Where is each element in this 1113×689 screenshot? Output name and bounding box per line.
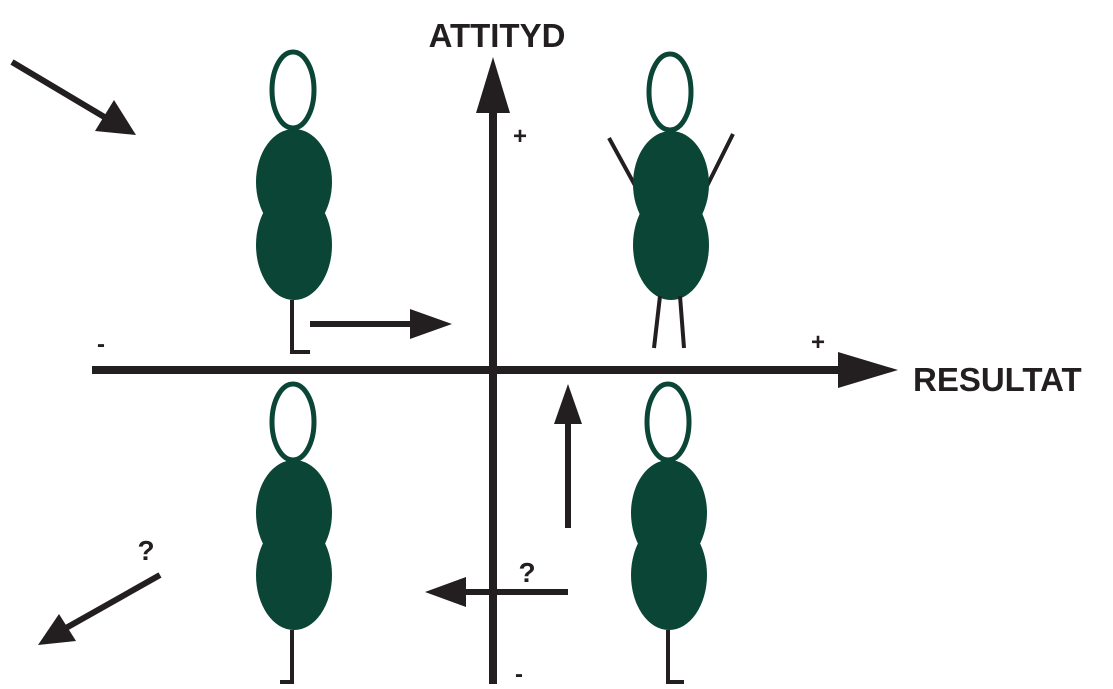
figure-bottom-right [631, 381, 707, 684]
x-axis-arrowhead [838, 352, 898, 388]
figure-top-left [256, 49, 332, 354]
arrow-lower-left-diagonal [38, 572, 162, 645]
figure-leg [666, 630, 684, 684]
figure-top-right [607, 51, 735, 349]
y-axis-title: ATTITYD [429, 17, 566, 54]
x-axis-title: RESULTAT [913, 361, 1082, 398]
figure-head [646, 51, 694, 133]
arrow-top-left-right [310, 309, 452, 339]
figure-torso-lower [256, 520, 332, 630]
figure-torso-lower [631, 520, 707, 630]
y-minus-sign: - [515, 661, 523, 684]
figure-torso-lower [633, 190, 709, 300]
figure-torso-lower [256, 190, 332, 300]
figure-head [644, 381, 692, 463]
arrow-bottom-right-up [554, 384, 582, 528]
question-mark-lower-middle: ? [518, 557, 535, 588]
y-plus-sign: + [513, 123, 527, 150]
arrow-bottom-middle-left [425, 577, 568, 607]
x-plus-sign: + [811, 329, 825, 356]
figure-head [269, 49, 317, 131]
figure-leg [290, 300, 310, 354]
arrow-upper-left-diagonal [10, 59, 136, 135]
figure-leg [280, 630, 294, 684]
figure-leg-left [652, 295, 662, 349]
y-axis-arrowhead [476, 57, 510, 113]
figure-leg-right [678, 295, 686, 349]
movement-arrows [10, 59, 582, 645]
x-minus-sign: - [97, 331, 105, 358]
figure-bottom-left [256, 381, 332, 684]
question-mark-lower-left: ? [137, 535, 154, 566]
figure-head [269, 381, 317, 463]
axes [92, 57, 898, 684]
